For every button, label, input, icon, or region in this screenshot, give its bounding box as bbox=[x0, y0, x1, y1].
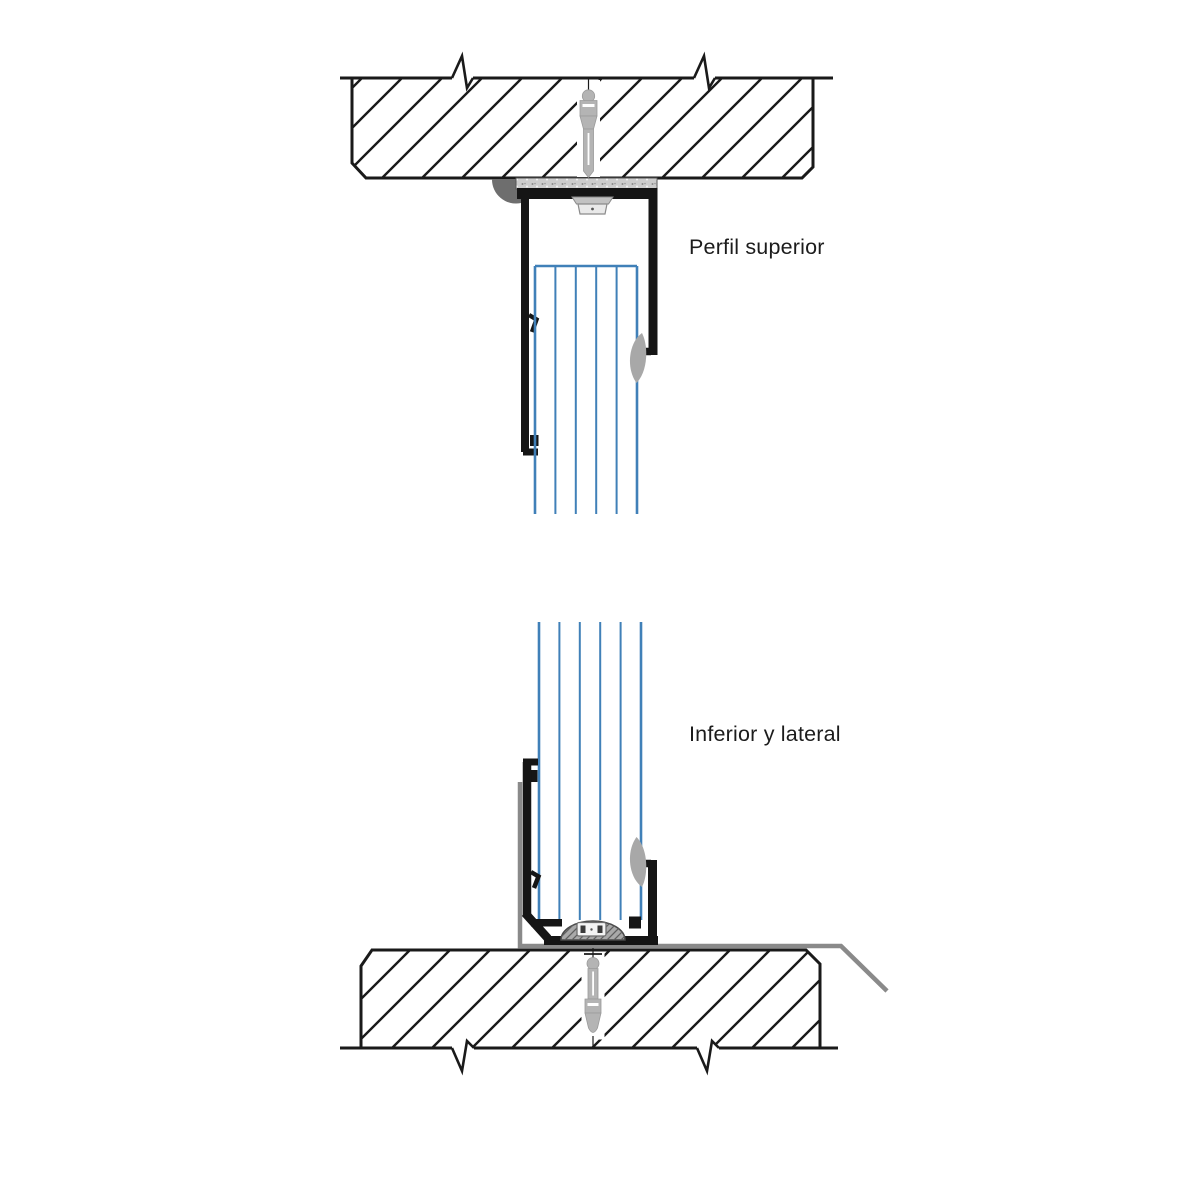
top-detail bbox=[340, 51, 833, 514]
screw-head-icon bbox=[571, 196, 614, 215]
panel-bottom bbox=[537, 622, 643, 920]
break-mark-icon bbox=[695, 1038, 720, 1076]
flashing-profile bbox=[517, 782, 889, 993]
label-inferior-lateral: Inferior y lateral bbox=[689, 722, 841, 746]
label-perfil-superior: Perfil superior bbox=[689, 235, 825, 259]
break-mark-icon bbox=[692, 51, 717, 92]
setting-block bbox=[531, 919, 562, 927]
sealant-bead bbox=[491, 179, 521, 204]
panel-top bbox=[533, 264, 639, 514]
floor-anchor-icon bbox=[581, 948, 605, 1048]
gasket-seal-icon bbox=[629, 837, 647, 887]
gasket-strip bbox=[515, 177, 658, 190]
bottom-detail bbox=[340, 622, 889, 1076]
break-mark-icon bbox=[450, 1038, 475, 1076]
ceiling-anchor-icon bbox=[577, 78, 600, 179]
gasket-seal-icon bbox=[629, 333, 647, 383]
setting-block bbox=[629, 916, 641, 929]
rivet-icon bbox=[576, 921, 607, 937]
top-profile-channel bbox=[517, 188, 658, 456]
break-mark-icon bbox=[450, 51, 475, 92]
